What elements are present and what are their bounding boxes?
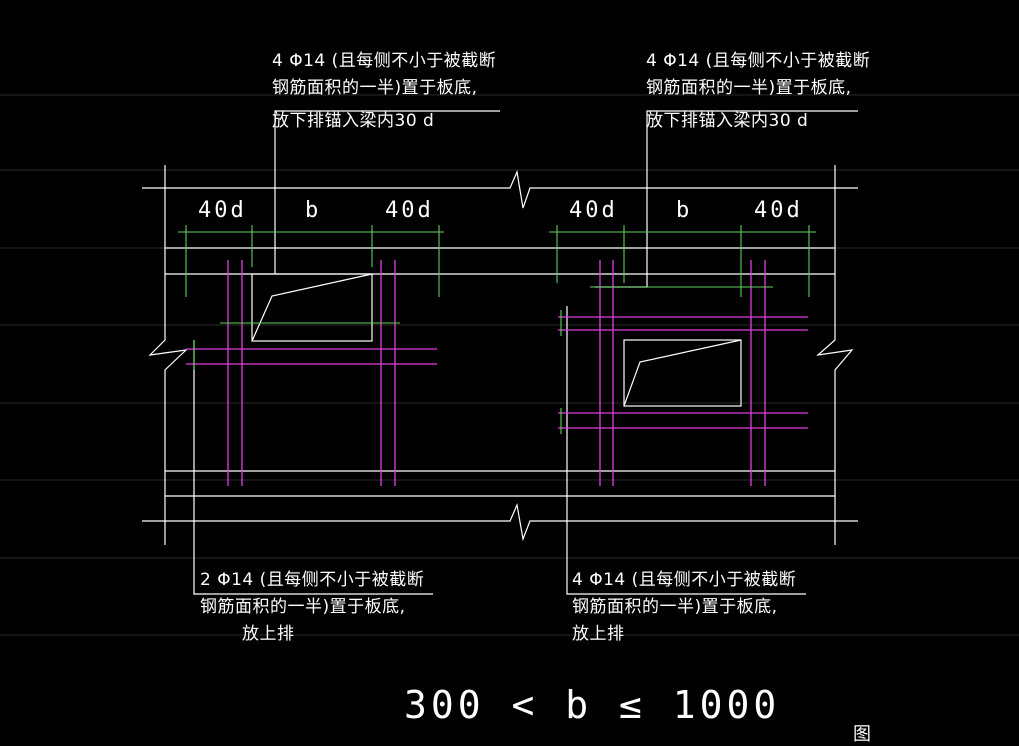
note-line: 钢筋面积的一半)置于板底,	[272, 78, 478, 98]
note-line: 2 Φ14 (且每侧不小于被截断	[200, 570, 425, 590]
leader-bottom-left	[193, 340, 433, 595]
condition-caption: 300 < b ≤ 1000	[404, 683, 781, 727]
note-top-left: 4 Φ14 (且每侧不小于被截断 钢筋面积的一半)置于板底, 放下排锚入梁内30…	[272, 48, 496, 135]
note-top-right: 4 Φ14 (且每侧不小于被截断 钢筋面积的一半)置于板底, 放下排锚入梁内30…	[646, 48, 870, 135]
note-line: 钢筋面积的一半)置于板底,	[572, 597, 778, 617]
reinforcement-bars	[186, 260, 808, 486]
note-line: 放下排锚入梁内30 d	[272, 111, 435, 131]
left-break-line	[148, 165, 188, 545]
leader-top-left	[274, 110, 500, 274]
note-line: 4 Φ14 (且每侧不小于被截断	[272, 51, 497, 71]
note-line: 4 Φ14 (且每侧不小于被截断	[572, 570, 797, 590]
left-opening	[251, 273, 373, 342]
right-opening	[623, 339, 742, 407]
note-line: 钢筋面积的一半)置于板底,	[200, 597, 406, 617]
right-break-line	[816, 165, 854, 545]
note-line: 放上排	[572, 624, 625, 644]
note-line: 4 Φ14 (且每侧不小于被截断	[646, 51, 871, 71]
dim-right-40d-b: 40d	[754, 198, 803, 223]
top-break-line	[142, 169, 858, 209]
dim-right-40d-a: 40d	[569, 198, 618, 223]
background-grid	[0, 94, 1019, 636]
dim-right-b: b	[676, 198, 693, 223]
dim-left-40d-b: 40d	[385, 198, 434, 223]
leader-bottom-right	[566, 306, 806, 595]
dim-left-40d-a: 40d	[198, 198, 247, 223]
note-line: 钢筋面积的一半)置于板底,	[646, 78, 852, 98]
figure-mark: 图	[853, 724, 871, 745]
note-bottom-left: 2 Φ14 (且每侧不小于被截断 钢筋面积的一半)置于板底, 放上排	[200, 567, 424, 648]
note-line: 放上排	[242, 624, 295, 644]
dim-left-b: b	[305, 198, 322, 223]
slab-structure-lines	[142, 110, 858, 595]
note-bottom-right: 4 Φ14 (且每侧不小于被截断 钢筋面积的一半)置于板底, 放上排	[572, 567, 796, 648]
leader-top-right	[595, 110, 858, 288]
dimension-lines	[178, 225, 816, 434]
note-line: 放下排锚入梁内30 d	[646, 111, 809, 131]
bottom-break-line	[142, 502, 858, 542]
